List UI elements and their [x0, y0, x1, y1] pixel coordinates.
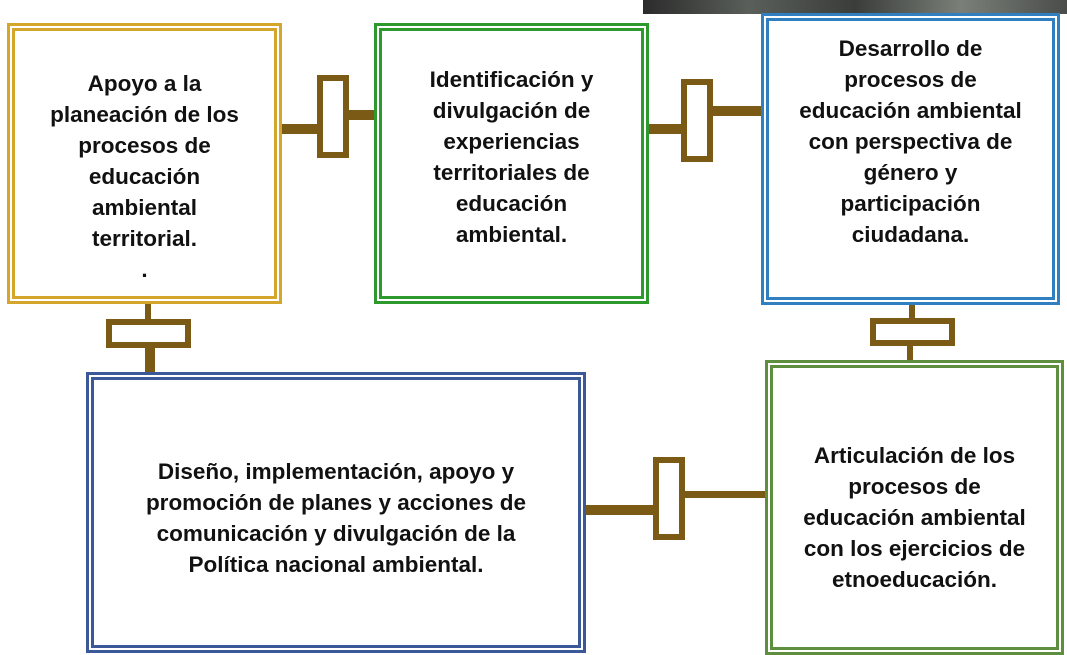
box-line: con perspectiva de — [808, 128, 1013, 154]
box-line: educación ambiental — [799, 97, 1022, 123]
box-line: ambiental. — [455, 221, 568, 247]
connector-box1-box2 — [282, 75, 374, 158]
connector-stem — [346, 110, 374, 120]
box-line: ciudadana. — [851, 221, 970, 247]
connector-bracket — [317, 75, 349, 158]
connector-bracket — [653, 457, 685, 540]
box-line: ambiental — [91, 195, 198, 220]
box-line: experiencias — [443, 128, 580, 154]
connector-bracket — [106, 319, 191, 348]
connector-stem — [282, 124, 320, 134]
box-line: género y — [863, 159, 958, 185]
box-line: territorial. — [91, 226, 198, 251]
process-box-text: Apoyo a la planeación de los procesos de… — [50, 42, 239, 285]
connector-stem — [145, 304, 151, 322]
connector-box1-box4 — [106, 304, 191, 372]
box-line: . — [141, 257, 148, 282]
box-line: educación ambiental — [803, 505, 1026, 530]
connector-box3-box5 — [870, 305, 955, 360]
box-line: con los ejercicios de — [803, 536, 1026, 561]
connector-stem — [907, 343, 913, 360]
connector-bracket — [681, 79, 713, 162]
box-line: procesos de — [78, 133, 211, 158]
box-line: Apoyo a la — [87, 71, 202, 96]
process-box-desarrollo: Desarrollo de procesos de educación ambi… — [761, 13, 1060, 305]
process-box-text: Articulación de los procesos de educació… — [803, 420, 1026, 595]
box-line: Política nacional ambiental. — [188, 551, 484, 577]
process-box-identificacion: Identificación y divulgación de experien… — [374, 23, 649, 304]
box-line: etnoeducación. — [831, 567, 998, 592]
process-box-articulacion: Articulación de los procesos de educació… — [765, 360, 1064, 655]
connector-stem — [710, 106, 761, 116]
corner-photo-fragment — [643, 0, 1067, 14]
process-box-text: Diseño, implementación, apoyo y promoció… — [146, 446, 526, 580]
connector-box5-box4 — [586, 457, 765, 540]
connector-stem — [586, 505, 656, 515]
box-line: divulgación de — [432, 97, 591, 123]
box-line: Articulación de los — [813, 443, 1016, 468]
box-line: educación — [455, 190, 568, 216]
box-line: territoriales de — [433, 159, 590, 185]
connector-stem — [682, 491, 765, 498]
process-box-planeacion: Apoyo a la planeación de los procesos de… — [7, 23, 282, 304]
box-line: planeación de los — [50, 102, 239, 127]
connector-stem — [649, 124, 684, 134]
connector-box2-box3 — [649, 79, 761, 162]
process-box-text: Desarrollo de procesos de educación ambi… — [799, 33, 1022, 286]
process-box-text: Identificación y divulgación de experien… — [430, 64, 594, 264]
box-line: participación — [840, 190, 981, 216]
box-line: procesos de — [848, 474, 981, 499]
box-line: Identificación y — [429, 66, 594, 92]
box-line: educación — [88, 164, 201, 189]
box-line: comunicación y divulgación de la — [156, 520, 516, 546]
connector-stem — [145, 345, 155, 372]
box-line: procesos de — [844, 66, 977, 92]
connector-bracket — [870, 318, 955, 346]
process-box-diseno: Diseño, implementación, apoyo y promoció… — [86, 372, 586, 653]
box-line: Desarrollo de — [838, 35, 983, 61]
box-line: promoción de planes y acciones de — [145, 489, 527, 515]
box-line: Diseño, implementación, apoyo y — [157, 458, 515, 484]
connector-stem — [909, 305, 915, 321]
